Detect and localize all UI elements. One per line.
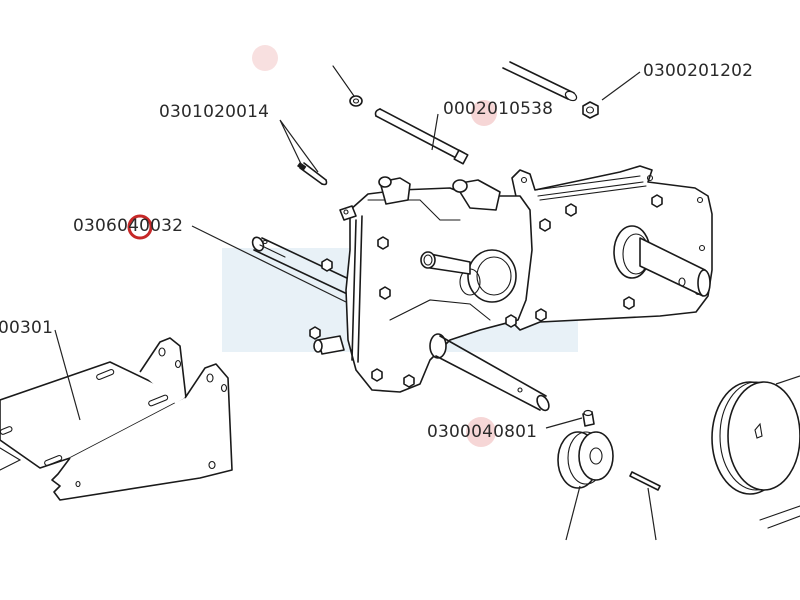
cotter-pins (297, 162, 328, 186)
part-label-0300040801[interactable]: 0300040801 (427, 422, 538, 442)
leader-shaft-key (647, 487, 657, 541)
output-shaft (429, 333, 550, 412)
large-pulley (711, 375, 800, 529)
leader-0306040032 (191, 225, 347, 303)
washer (332, 65, 363, 107)
faint-marker (466, 417, 496, 447)
leader-0300040801 (545, 417, 583, 429)
leader-00301 (54, 329, 81, 421)
hex-nut (582, 101, 599, 119)
small-pulley (557, 409, 614, 489)
threaded-rod (374, 108, 469, 165)
part-label-0301020014[interactable]: 0301020014 (159, 102, 270, 122)
shaft-key (629, 471, 661, 491)
long-pin (502, 61, 578, 102)
part-label-00301[interactable]: 00301 (0, 318, 54, 338)
leader-0002010538 (431, 113, 439, 151)
faint-marker (252, 45, 278, 71)
marker-ring (127, 214, 153, 240)
input-shaft (251, 236, 369, 301)
side-cover-plate (511, 165, 713, 331)
faint-marker (471, 100, 497, 126)
gearbox-housing (309, 176, 551, 393)
leader-small-pulley (565, 485, 581, 541)
part-label-0300201202[interactable]: 0300201202 (643, 61, 754, 81)
part-label-0306040032[interactable]: 0306040032 (73, 216, 184, 236)
leader-0301020014 (279, 119, 319, 173)
leader-0300201202 (601, 71, 641, 101)
mounting-bracket (0, 337, 233, 501)
part-label-0002010538[interactable]: 0002010538 (443, 99, 554, 119)
